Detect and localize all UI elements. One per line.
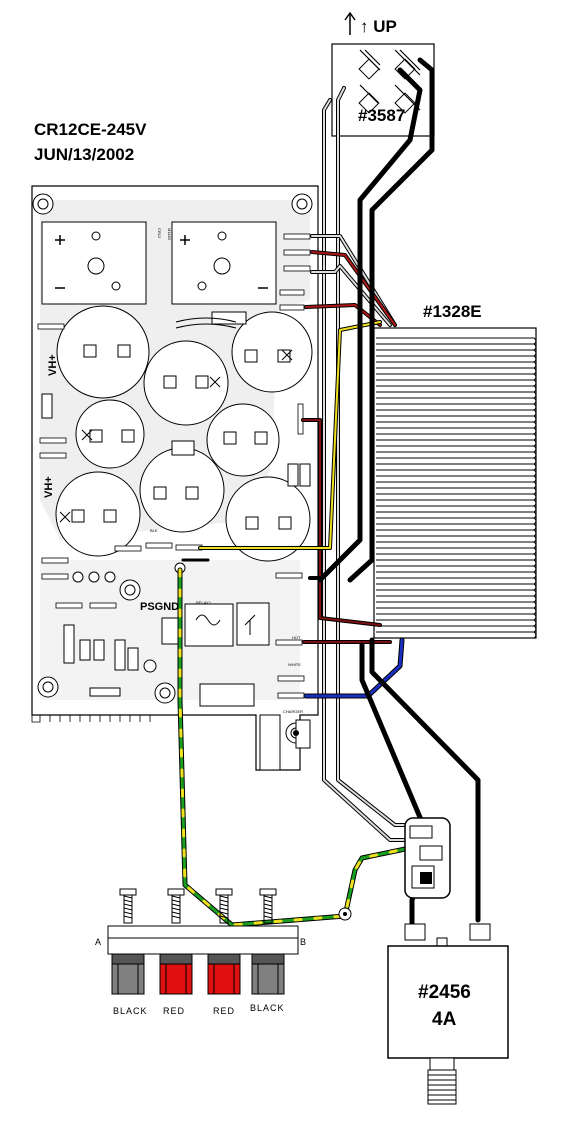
circuit-board — [31, 185, 319, 771]
circuit-breaker-2456 — [387, 923, 509, 1105]
wires — [177, 57, 481, 938]
cr12-label: CR12 — [157, 228, 162, 239]
power-inlet — [404, 817, 451, 899]
binding-post — [111, 888, 145, 995]
m1183-label: M1183 — [167, 228, 172, 241]
model-label: CR12CE-245V — [34, 120, 147, 139]
binding-post — [159, 888, 193, 995]
hot-label: HOT — [292, 635, 301, 640]
psgnd-label: PSGND — [140, 601, 179, 613]
terminal-label-2: RED — [163, 1006, 185, 1016]
charger-label: CHARGER — [283, 709, 303, 714]
relay-label: RELAY1 — [196, 600, 212, 605]
date-label: JUN/13/2002 — [34, 145, 134, 164]
terminal-group-a: A — [95, 937, 102, 947]
transformer-1328e — [373, 327, 537, 639]
transformer-part-number: #1328E — [423, 302, 482, 321]
terminal-label-4: BLACK — [250, 1003, 285, 1013]
switch-part-number: #3587 — [358, 106, 405, 125]
binding-post — [207, 888, 241, 995]
white-label: WHITE — [288, 662, 301, 667]
breaker-part-number: #2456 — [418, 982, 471, 1003]
coil-winding — [376, 631, 537, 639]
terminal-label-1: BLACK — [113, 1006, 148, 1016]
binding-post — [251, 888, 285, 995]
up-arrow-icon — [344, 11, 356, 35]
blk-label: BLK — [150, 528, 158, 533]
binding-posts — [107, 888, 299, 995]
up-label: ↑ UP — [360, 17, 397, 36]
vh-label-2: VH+ — [43, 476, 55, 498]
breaker-rating: 4A — [432, 1009, 457, 1030]
terminal-label-3: RED — [213, 1006, 235, 1016]
terminal-group-b: B — [300, 937, 307, 947]
ground-lug — [338, 907, 352, 921]
vh-label-1: VH+ — [47, 354, 59, 376]
